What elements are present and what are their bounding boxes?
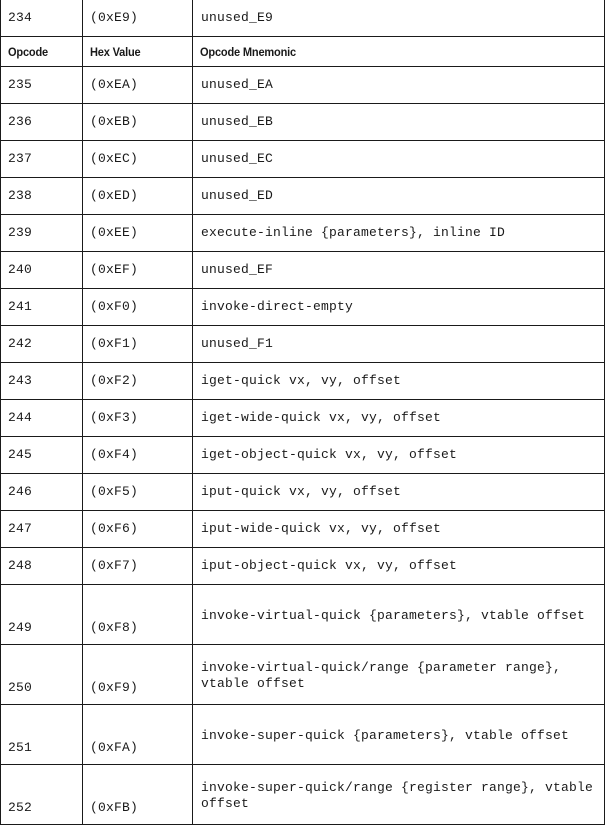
hex-value-cell: (0xF5)	[82, 473, 193, 511]
table-row: 250(0xF9)invoke-virtual-quick/range {par…	[0, 644, 605, 705]
hex-value-cell: (0xF8)	[82, 584, 193, 645]
opcode-cell: 251	[0, 704, 83, 765]
mnemonic-cell: unused_EF	[192, 251, 605, 289]
hex-value-cell: (0xEB)	[82, 103, 193, 141]
opcode-cell: 247	[0, 510, 83, 548]
hex-value-cell: (0xEA)	[82, 66, 193, 104]
hex-value-cell: (0xF1)	[82, 325, 193, 363]
hex-value-cell: (0xFB)	[82, 764, 193, 825]
table-row: 240(0xEF)unused_EF	[0, 251, 605, 289]
table-row-top: 234 (0xE9) unused_E9	[0, 0, 605, 37]
table-row: 238(0xED)unused_ED	[0, 177, 605, 215]
table-row: 239(0xEE)execute-inline {parameters}, in…	[0, 214, 605, 252]
table-row: 235(0xEA)unused_EA	[0, 66, 605, 104]
hex-value-cell: (0xE9)	[82, 0, 193, 37]
mnemonic-cell: iget-object-quick vx, vy, offset	[192, 436, 605, 474]
opcode-cell: 245	[0, 436, 83, 474]
mnemonic-cell: unused_EB	[192, 103, 605, 141]
mnemonic-cell: iget-wide-quick vx, vy, offset	[192, 399, 605, 437]
table-row: 251(0xFA)invoke-super-quick {parameters}…	[0, 704, 605, 765]
hex-value-cell: (0xF6)	[82, 510, 193, 548]
mnemonic-cell: unused_ED	[192, 177, 605, 215]
opcode-cell: 237	[0, 140, 83, 178]
hex-value-cell: (0xF7)	[82, 547, 193, 585]
table-row: 244(0xF3)iget-wide-quick vx, vy, offset	[0, 399, 605, 437]
hex-value-cell: (0xFA)	[82, 704, 193, 765]
mnemonic-cell: iput-wide-quick vx, vy, offset	[192, 510, 605, 548]
mnemonic-cell: iput-quick vx, vy, offset	[192, 473, 605, 511]
table-row: 237(0xEC)unused_EC	[0, 140, 605, 178]
table-row: 243(0xF2)iget-quick vx, vy, offset	[0, 362, 605, 400]
table-header-row: Opcode Hex Value Opcode Mnemonic	[0, 36, 605, 67]
opcode-cell: 238	[0, 177, 83, 215]
opcode-cell: 246	[0, 473, 83, 511]
opcode-cell: 239	[0, 214, 83, 252]
header-opcode-mnemonic: Opcode Mnemonic	[192, 36, 605, 67]
table-row: 242(0xF1)unused_F1	[0, 325, 605, 363]
hex-value-cell: (0xF3)	[82, 399, 193, 437]
opcode-cell: 234	[0, 0, 83, 37]
hex-value-cell: (0xEF)	[82, 251, 193, 289]
mnemonic-cell: invoke-super-quick {parameters}, vtable …	[192, 704, 605, 765]
mnemonic-cell: iput-object-quick vx, vy, offset	[192, 547, 605, 585]
hex-value-cell: (0xEC)	[82, 140, 193, 178]
opcode-cell: 240	[0, 251, 83, 289]
opcode-cell: 248	[0, 547, 83, 585]
opcode-cell: 252	[0, 764, 83, 825]
mnemonic-cell: invoke-virtual-quick {parameters}, vtabl…	[192, 584, 605, 645]
opcode-cell: 250	[0, 644, 83, 705]
hex-value-cell: (0xED)	[82, 177, 193, 215]
opcode-cell: 242	[0, 325, 83, 363]
mnemonic-cell: invoke-direct-empty	[192, 288, 605, 326]
hex-value-cell: (0xF4)	[82, 436, 193, 474]
table-row: 248(0xF7)iput-object-quick vx, vy, offse…	[0, 547, 605, 585]
mnemonic-cell: unused_EC	[192, 140, 605, 178]
mnemonic-cell: unused_E9	[192, 0, 605, 37]
opcode-cell: 241	[0, 288, 83, 326]
table-row: 247(0xF6)iput-wide-quick vx, vy, offset	[0, 510, 605, 548]
opcode-cell: 235	[0, 66, 83, 104]
hex-value-cell: (0xF2)	[82, 362, 193, 400]
table-row: 252(0xFB)invoke-super-quick/range {regis…	[0, 764, 605, 825]
table-row: 241(0xF0)invoke-direct-empty	[0, 288, 605, 326]
hex-value-cell: (0xF0)	[82, 288, 193, 326]
table-row: 245(0xF4)iget-object-quick vx, vy, offse…	[0, 436, 605, 474]
header-hex-value: Hex Value	[82, 36, 193, 67]
opcode-cell: 249	[0, 584, 83, 645]
hex-value-cell: (0xF9)	[82, 644, 193, 705]
mnemonic-cell: iget-quick vx, vy, offset	[192, 362, 605, 400]
mnemonic-cell: unused_EA	[192, 66, 605, 104]
hex-value-cell: (0xEE)	[82, 214, 193, 252]
table-row: 249(0xF8)invoke-virtual-quick {parameter…	[0, 584, 605, 645]
opcode-cell: 243	[0, 362, 83, 400]
opcode-cell: 244	[0, 399, 83, 437]
opcode-cell: 236	[0, 103, 83, 141]
table-row: 236(0xEB)unused_EB	[0, 103, 605, 141]
mnemonic-cell: execute-inline {parameters}, inline ID	[192, 214, 605, 252]
header-opcode: Opcode	[0, 36, 83, 67]
mnemonic-cell: invoke-super-quick/range {register range…	[192, 764, 605, 825]
mnemonic-cell: invoke-virtual-quick/range {parameter ra…	[192, 644, 605, 705]
table-row: 246(0xF5)iput-quick vx, vy, offset	[0, 473, 605, 511]
mnemonic-cell: unused_F1	[192, 325, 605, 363]
